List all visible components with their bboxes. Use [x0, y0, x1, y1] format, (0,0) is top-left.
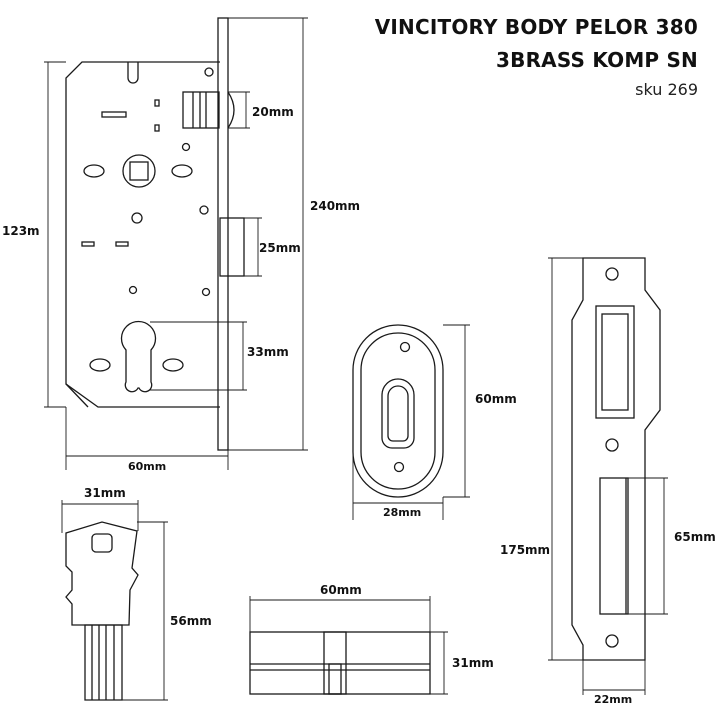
strike-plate-drawing [571, 257, 661, 661]
faceplate-length-label: 240mm [310, 199, 360, 213]
lock-slot [154, 124, 160, 132]
key-dimensions [61, 500, 168, 701]
product-sku: sku 269 [635, 80, 698, 99]
key-hole [91, 533, 113, 553]
lock-body-dimensions [44, 17, 308, 470]
lock-case-outline [65, 61, 220, 408]
escutcheon-keyhole [381, 378, 415, 449]
strike-plate-outline [571, 257, 661, 661]
cylinder-hole-label: 33mm [247, 345, 289, 359]
escutcheon-dimensions [352, 324, 470, 520]
lock-faceplate [217, 17, 229, 451]
mount-slot [171, 164, 193, 178]
lock-slot [154, 99, 160, 107]
strike-opening-label: 65mm [674, 530, 716, 544]
deadbolt [219, 217, 245, 277]
screw-hole-icon [204, 67, 214, 77]
latch-curve [227, 91, 235, 129]
escutcheon-width-label: 28mm [383, 506, 421, 519]
screw-hole-icon [399, 341, 411, 353]
follower-hub [122, 154, 156, 188]
latch-size-label: 20mm [252, 105, 294, 119]
product-title-line-1: VINCITORY BODY PELOR 380 [374, 15, 698, 39]
cylinder-dimensions [249, 596, 448, 695]
backset-label: 60mm [128, 460, 166, 473]
deadbolt-opening [595, 305, 635, 419]
screw-hole-icon [605, 634, 619, 648]
lock-top-notch [127, 62, 139, 84]
cylinder-body [249, 631, 431, 695]
strike-plate-dimensions [548, 257, 668, 695]
lock-height-label: 123m [2, 224, 40, 238]
cylinder-drawing [249, 631, 431, 695]
strike-plate-height-label: 175mm [500, 543, 550, 557]
key-blade [84, 624, 123, 701]
lock-body-drawing [65, 17, 245, 451]
escutcheon-drawing [352, 324, 444, 498]
mount-slot [83, 164, 105, 178]
cylinder-cam [323, 631, 347, 695]
latch-opening [599, 477, 629, 615]
screw-hole-icon [605, 438, 619, 452]
spindle-square-icon [129, 161, 149, 181]
latch-bolt [182, 91, 220, 129]
strike-width-label: 22mm [594, 693, 632, 706]
key-width-label: 31mm [84, 486, 126, 500]
screw-hole-icon [605, 267, 619, 281]
key-length-label: 56mm [170, 614, 212, 628]
key-drawing [65, 521, 139, 701]
deadbolt-size-label: 25mm [259, 241, 301, 255]
key-head [65, 521, 139, 626]
escutcheon-plate [352, 324, 444, 498]
screw-hole-icon [393, 461, 405, 473]
product-title-line-2: 3BRASS KOMP SN [496, 48, 698, 72]
lock-slot [101, 111, 127, 118]
cylinder-height-label: 31mm [452, 656, 494, 670]
escutcheon-height-label: 60mm [475, 392, 517, 406]
cylinder-length-label: 60mm [320, 583, 362, 597]
cylinder-hole [120, 320, 157, 393]
